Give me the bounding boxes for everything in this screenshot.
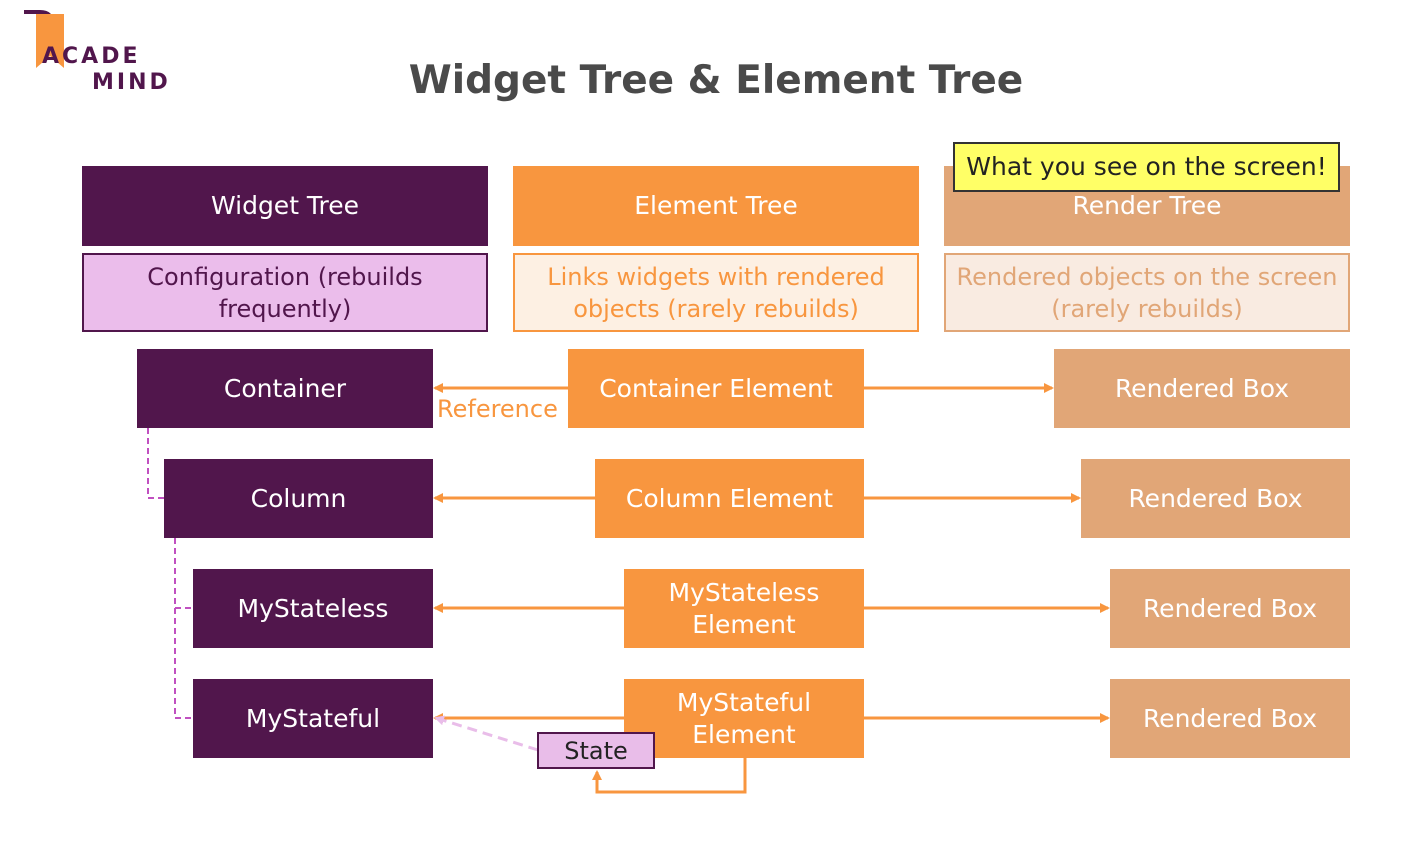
callout-screen-note: What you see on the screen! bbox=[953, 142, 1340, 192]
render-node-mystateless: Rendered Box bbox=[1110, 569, 1350, 648]
page-title: Widget Tree & Element Tree bbox=[408, 58, 1024, 103]
hierarchy-line-container-column bbox=[147, 428, 165, 499]
render-node-column: Rendered Box bbox=[1081, 459, 1350, 538]
widget-tree-description: Configuration (rebuilds frequently) bbox=[82, 253, 488, 332]
hierarchy-line-column-children bbox=[174, 538, 194, 719]
render-node-container: Rendered Box bbox=[1054, 349, 1350, 428]
element-node-mystateful: MyStateful Element bbox=[624, 679, 864, 758]
widget-node-mystateless: MyStateless bbox=[193, 569, 433, 648]
render-tree-description: Rendered objects on the screen (rarely r… bbox=[944, 253, 1350, 332]
element-node-container: Container Element bbox=[568, 349, 864, 428]
element-node-column: Column Element bbox=[595, 459, 864, 538]
render-node-mystateful: Rendered Box bbox=[1110, 679, 1350, 758]
element-tree-description: Links widgets with rendered objects (rar… bbox=[513, 253, 919, 332]
logo-bookmark-icon bbox=[24, 10, 64, 68]
logo-text-line2: MIND bbox=[92, 70, 171, 95]
widget-node-mystateful: MyStateful bbox=[193, 679, 433, 758]
academind-logo: ACADE MIND bbox=[22, 10, 172, 100]
reference-label: Reference bbox=[437, 395, 558, 423]
element-tree-header: Element Tree bbox=[513, 166, 919, 246]
logo-text-line1: ACADE bbox=[42, 44, 141, 69]
widget-node-column: Column bbox=[164, 459, 433, 538]
widget-node-container: Container bbox=[137, 349, 433, 428]
widget-tree-header: Widget Tree bbox=[82, 166, 488, 246]
element-state-arrow bbox=[592, 758, 747, 794]
state-box: State bbox=[537, 732, 655, 769]
state-link-line bbox=[434, 715, 539, 752]
element-node-mystateless: MyStateless Element bbox=[624, 569, 864, 648]
